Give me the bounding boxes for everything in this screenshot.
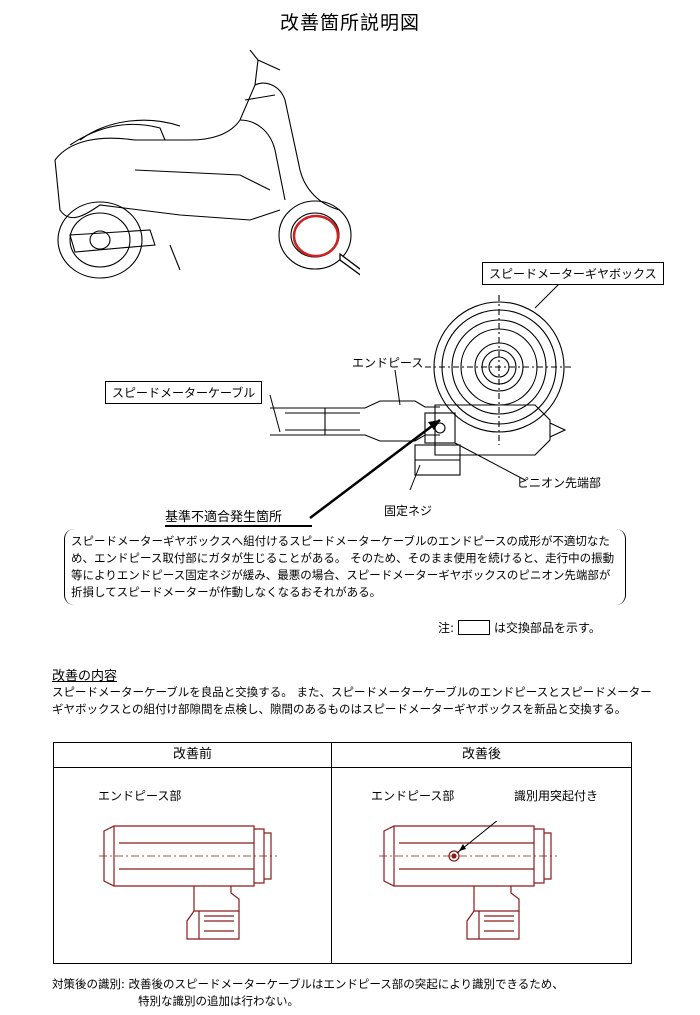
gearbox-label: スピードメーターギヤボックス [482,262,664,285]
note-suffix: は交換部品を示す。 [494,621,601,635]
improvement-body: スピードメーターケーブルを良品と交換する。 また、スピードメーターケーブルのエン… [52,685,652,716]
identification-line-2: 特別な識別の追加は行わない。 [138,994,299,1008]
improvement-heading: 改善の内容 [52,669,118,684]
table-divider [331,743,332,963]
before-header: 改善前 [54,743,331,768]
end-piece-label: エンドピース [352,356,424,370]
after-header: 改善後 [332,743,631,768]
fixing-screw-label: 固定ネジ [384,504,433,518]
defect-arrow [309,419,441,519]
defect-location-label: 基準不適合発生箇所 [165,506,313,527]
pinion-label: ピニオン先端部 [517,476,602,490]
page-title: 改善箇所説明図 [279,12,420,34]
before-part-drawing [99,825,277,940]
identification-line-1: 対策後の識別: 改善後のスピードメーターケーブルはエンドピース部の突起により識別… [52,977,564,991]
identification-note: 対策後の識別: 改善後のスピードメーターケーブルはエンドピース部の突起により識別… [52,976,564,1010]
defect-description: スピードメーターギヤボックスへ組付けるスピードメーターケーブルのエンドピースの成… [64,529,626,605]
replacement-note: 注: は交換部品を示す。 [438,619,601,636]
cable-label: スピードメーターケーブル [105,381,263,404]
comparison-table: 改善前 改善後 エンドピース部 エンドピース部 識別用突起付き [53,742,632,964]
leader-lines [269,282,561,519]
after-part-drawing [379,821,557,940]
marker-label: 識別用突起付き [514,789,599,803]
before-part-label: エンドピース部 [98,789,182,803]
scooter-illustration [54,49,360,279]
highlight-circle [292,214,340,258]
after-part-label: エンドピース部 [371,789,455,803]
gearbox-drawing [270,295,573,476]
note-prefix: 注: [438,621,455,635]
replacement-box-icon [458,620,491,635]
